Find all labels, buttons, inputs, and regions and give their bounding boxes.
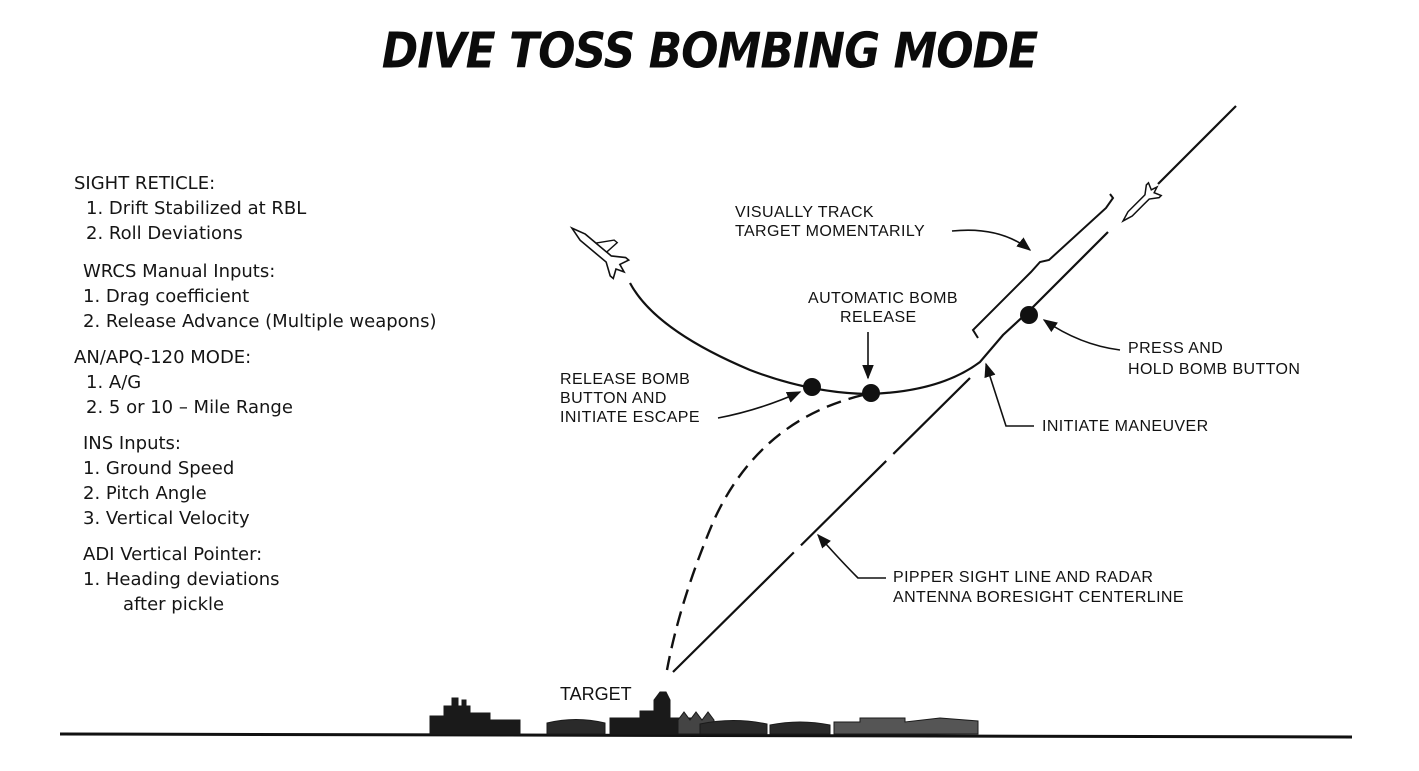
note-item: 2. Release Advance (Multiple weapons)	[83, 311, 437, 332]
note-item: 2. Roll Deviations	[86, 223, 243, 244]
note-item: 2. 5 or 10 – Mile Range	[86, 397, 293, 418]
release-button-point	[803, 378, 821, 396]
leader-visually-track	[951, 229, 1032, 251]
aircraft-dive-icon	[1121, 181, 1163, 223]
dive-track	[1157, 105, 1237, 185]
note-group-adi-pointer: ADI Vertical Pointer: 1. Heading deviati…	[83, 543, 514, 617]
ground-line	[59, 732, 1353, 739]
note-heading: AN/APQ-120 MODE:	[74, 347, 252, 368]
note-group-radar-mode: AN/APQ-120 MODE: 1. A/G 2. 5 or 10 – Mil…	[74, 346, 514, 420]
automatic-release-point	[862, 384, 880, 402]
callout-automatic-release: AUTOMATIC BOMB RELEASE	[808, 290, 963, 326]
airfield-silhouette	[429, 691, 979, 735]
callout-line: RELEASE	[840, 309, 917, 326]
page-title: DIVE TOSS BOMBING MODE	[381, 22, 1039, 81]
callout-line: VISUALLY TRACK	[735, 204, 874, 221]
callout-line: RELEASE BOMB	[560, 371, 690, 388]
callout-initiate-maneuver: INITIATE MANEUVER	[1042, 418, 1209, 435]
callout-line: TARGET MOMENTARILY	[735, 223, 925, 240]
callout-line: BUTTON AND	[560, 390, 667, 407]
track-bracket	[971, 193, 1115, 339]
input-notes-panel: SIGHT RETICLE: 1. Drift Stabilized at RB…	[74, 172, 514, 617]
callout-sight-line: PIPPER SIGHT LINE AND RADAR ANTENNA BORE…	[893, 569, 1184, 606]
note-heading: INS Inputs:	[83, 433, 181, 454]
note-item: 1. Ground Speed	[83, 458, 235, 479]
press-hold-point	[1020, 306, 1038, 324]
sight-line	[672, 377, 971, 673]
target-label: TARGET	[560, 684, 632, 704]
note-item: 1. Drag coefficient	[83, 286, 250, 307]
callout-press-hold: PRESS AND HOLD BOMB BUTTON	[1128, 340, 1300, 378]
note-item: 3. Vertical Velocity	[83, 508, 250, 529]
leader-press-hold	[1042, 319, 1121, 351]
note-item: 1. A/G	[86, 372, 142, 393]
callout-line: PIPPER SIGHT LINE AND RADAR	[893, 569, 1153, 586]
bomb-trajectory	[665, 393, 864, 671]
note-group-wrcs-inputs: WRCS Manual Inputs: 1. Drag coefficient …	[83, 260, 514, 334]
callout-line: INITIATE ESCAPE	[560, 409, 700, 426]
note-item: after pickle	[123, 594, 225, 615]
callout-line: ANTENNA BORESIGHT CENTERLINE	[893, 589, 1184, 606]
note-group-sight-reticle: SIGHT RETICLE: 1. Drift Stabilized at RB…	[74, 172, 514, 246]
callout-line: AUTOMATIC BOMB	[808, 290, 958, 307]
callout-line: PRESS AND	[1128, 340, 1223, 357]
callout-release-button: RELEASE BOMB BUTTON AND INITIATE ESCAPE	[560, 371, 700, 426]
note-item: 1. Drift Stabilized at RBL	[86, 198, 307, 219]
note-item: 1. Heading deviations	[83, 569, 280, 590]
callout-visually-track: VISUALLY TRACK TARGET MOMENTARILY	[735, 204, 925, 240]
callout-line: HOLD BOMB BUTTON	[1128, 361, 1300, 378]
leader-sight-line	[817, 533, 886, 579]
note-heading: ADI Vertical Pointer:	[83, 544, 263, 565]
note-heading: SIGHT RETICLE:	[74, 173, 216, 194]
note-group-ins-inputs: INS Inputs: 1. Ground Speed 2. Pitch Ang…	[83, 432, 514, 531]
leader-initiate-maneuver	[984, 362, 1034, 427]
note-item: 2. Pitch Angle	[83, 483, 207, 504]
aircraft-escape-icon	[569, 226, 631, 280]
note-heading: WRCS Manual Inputs:	[83, 261, 276, 282]
leader-release-button	[717, 391, 802, 419]
